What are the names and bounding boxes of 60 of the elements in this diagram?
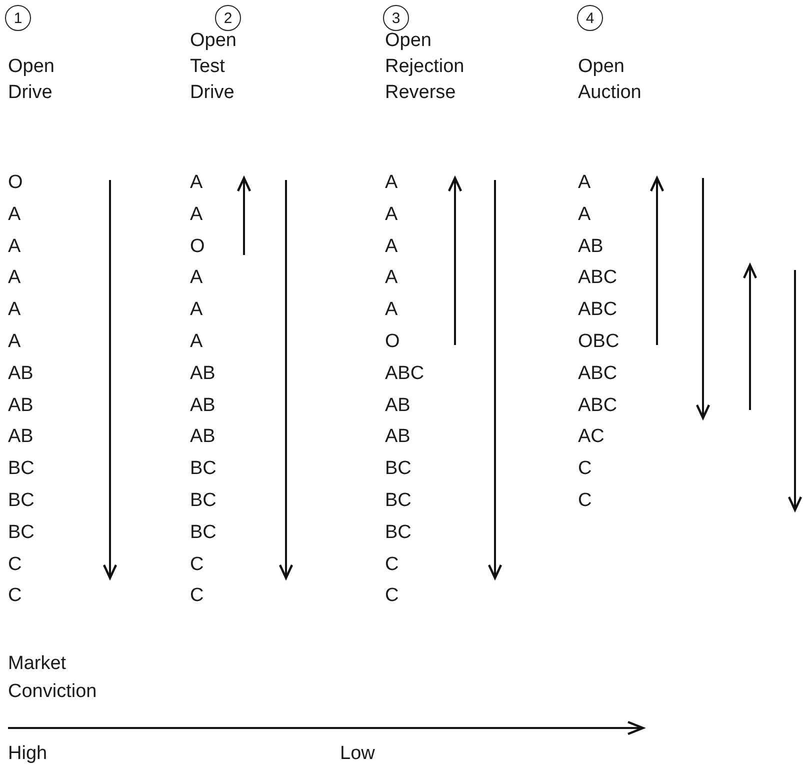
letter-code: O xyxy=(385,332,400,351)
column-heading: Open Drive xyxy=(8,55,54,105)
letter-code: BC xyxy=(190,522,216,542)
letter-code: A xyxy=(385,204,398,224)
letter-code: BC xyxy=(8,491,34,510)
letter-code: ABC xyxy=(578,268,618,288)
letter-code: AB xyxy=(190,364,216,383)
letter-code: A xyxy=(8,236,21,256)
letter-code: C xyxy=(578,491,592,510)
letter-code: BC xyxy=(385,459,412,478)
letter-code: AB xyxy=(578,236,604,256)
letter-code: C xyxy=(190,586,204,606)
letter-code: AB xyxy=(385,396,410,415)
letter-code: BC xyxy=(385,491,412,510)
letter-code: A xyxy=(385,236,398,256)
letter-code: A xyxy=(8,268,21,288)
letter-code: O xyxy=(8,173,23,192)
letter-code: ABC xyxy=(578,364,618,383)
letter-code: C xyxy=(8,554,22,574)
letter-code: BC xyxy=(8,522,34,542)
letter-code: C xyxy=(190,554,204,574)
letter-code: A xyxy=(385,300,398,320)
letter-code: AB xyxy=(8,396,34,415)
letter-code: ABC xyxy=(578,396,618,415)
letter-code: BC xyxy=(190,459,216,478)
letter-code: O xyxy=(190,236,205,256)
letter-code: A xyxy=(190,300,203,320)
axis-end-label: Low xyxy=(340,744,375,763)
letter-code: AB xyxy=(190,396,216,415)
letter-code: A xyxy=(385,268,398,288)
letter-code: AC xyxy=(578,427,604,446)
letter-code: A xyxy=(190,173,203,192)
letter-code: C xyxy=(578,459,592,478)
letter-code: OBC xyxy=(578,332,620,351)
letter-code: AB xyxy=(8,427,34,446)
letter-code: A xyxy=(578,173,591,192)
letter-code: BC xyxy=(190,491,216,510)
letter-code: A xyxy=(578,204,591,224)
column-heading: Open Auction xyxy=(578,55,642,105)
letter-code: AB xyxy=(190,427,216,446)
letter-code: A xyxy=(8,204,21,224)
letter-code: A xyxy=(190,204,203,224)
letter-code: C xyxy=(385,586,399,606)
letter-code: AB xyxy=(385,427,410,446)
letter-code: C xyxy=(8,586,22,606)
letter-code: A xyxy=(8,300,21,320)
letter-code: ABC xyxy=(385,364,424,383)
letter-code: BC xyxy=(8,459,34,478)
column-heading: Open Rejection Reverse xyxy=(385,29,464,105)
letter-code: A xyxy=(8,332,21,351)
letter-code: C xyxy=(385,554,399,574)
axis-end-label: High xyxy=(8,744,48,763)
letter-code: BC xyxy=(385,522,412,542)
column-heading: Open Test Drive xyxy=(190,29,236,105)
letter-code: A xyxy=(385,173,398,192)
axis-title: Market Conviction xyxy=(8,652,97,704)
letter-code: A xyxy=(190,268,203,288)
letter-code: ABC xyxy=(578,300,618,320)
letter-code: AB xyxy=(8,364,34,383)
letter-code: A xyxy=(190,332,203,351)
